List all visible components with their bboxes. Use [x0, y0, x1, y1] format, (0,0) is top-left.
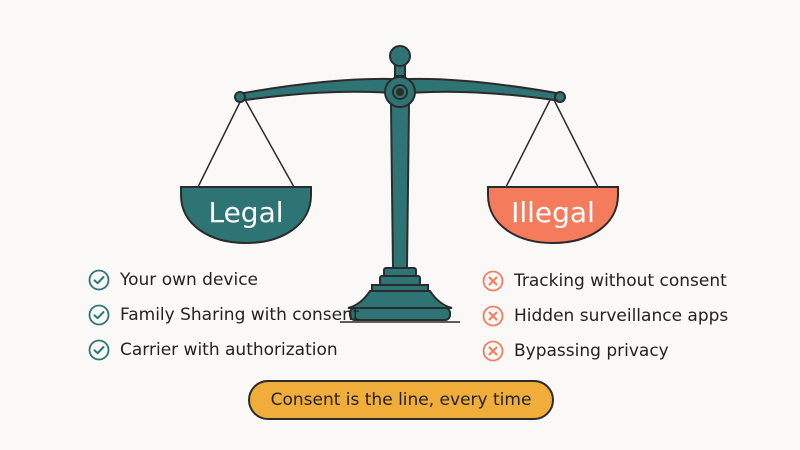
list-item: Hidden surveillance apps — [482, 298, 728, 333]
left-pan-label: Legal — [208, 196, 283, 229]
consent-banner: Consent is the line, every time — [248, 380, 554, 420]
scale-finial — [389, 45, 411, 77]
check-circle-icon — [88, 304, 110, 326]
right-pan — [487, 186, 619, 245]
legal-item-text: Your own device — [120, 269, 259, 290]
x-circle-icon — [482, 270, 504, 292]
scale-pillar — [389, 103, 411, 269]
illegal-item-text: Hidden surveillance apps — [514, 305, 729, 326]
legal-item-text: Family Sharing with consent — [120, 304, 360, 325]
x-circle-icon — [482, 340, 504, 362]
check-circle-icon — [88, 269, 110, 291]
left-pan-strings — [197, 95, 295, 188]
illegal-item-text: Tracking without consent — [514, 270, 727, 291]
list-item: Family Sharing with consent — [88, 297, 360, 332]
scale-pivot — [384, 76, 416, 108]
scale-base — [347, 267, 453, 321]
list-item: Bypassing privacy — [482, 333, 728, 368]
legal-list: Your own device Family Sharing with cons… — [88, 262, 360, 367]
banner-text: Consent is the line, every time — [270, 390, 532, 410]
illegal-item-text: Bypassing privacy — [514, 340, 669, 361]
illegal-list: Tracking without consent Hidden surveill… — [482, 263, 728, 368]
legal-item-text: Carrier with authorization — [120, 339, 338, 360]
list-item: Carrier with authorization — [88, 332, 360, 367]
list-item: Tracking without consent — [482, 263, 728, 298]
list-item: Your own device — [88, 262, 360, 297]
left-pan — [180, 186, 312, 245]
x-circle-icon — [482, 305, 504, 327]
check-circle-icon — [88, 339, 110, 361]
right-pan-strings — [505, 95, 599, 188]
right-pan-label: Illegal — [511, 196, 595, 229]
